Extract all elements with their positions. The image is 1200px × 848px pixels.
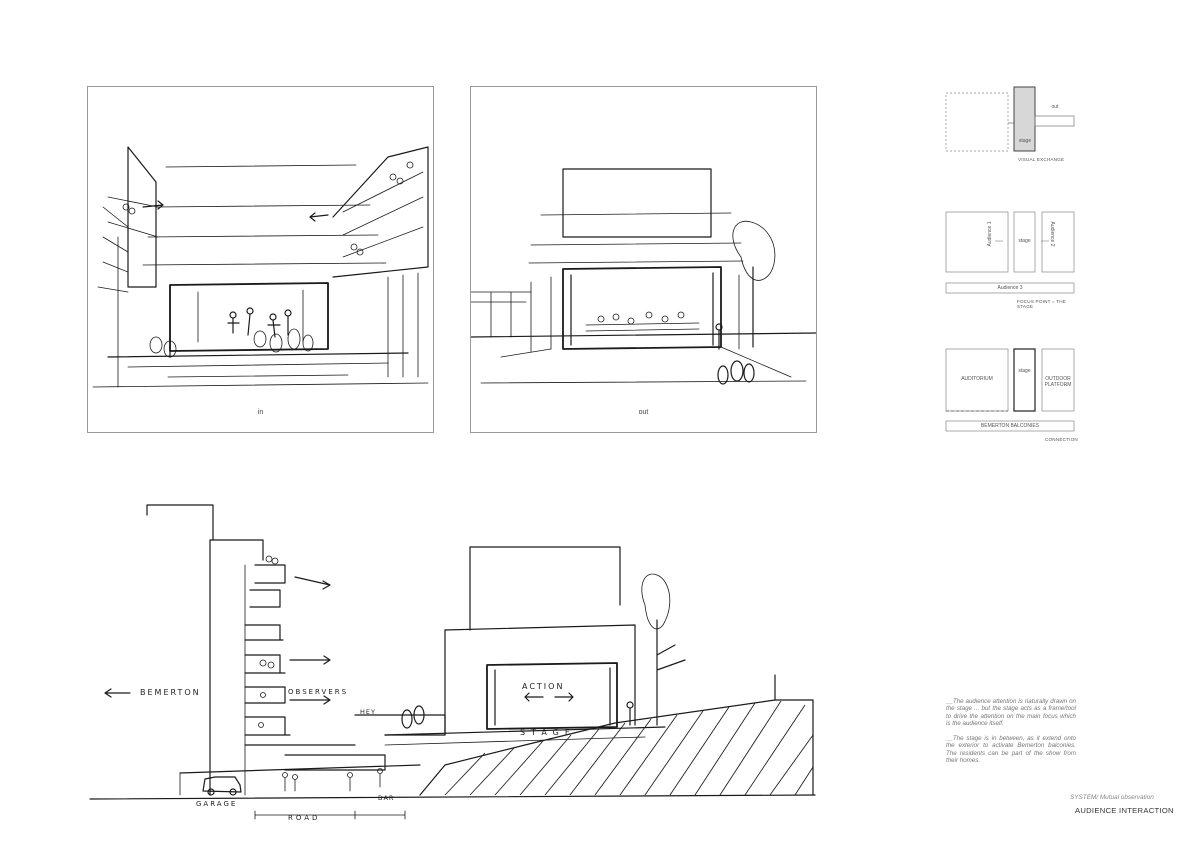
bar-label: BAR <box>378 794 395 802</box>
diagram2-caption: FOCUS POINT = THE STAGE <box>1017 299 1067 309</box>
diagram2-bottom-label: Audience 3 <box>997 285 1023 291</box>
diagram2-left-label: Audience 1 <box>987 221 993 247</box>
sketch-outside-panel: out <box>470 86 817 433</box>
diagram2-stage-label: stage <box>1018 238 1031 244</box>
diagram3-stage-label: stage <box>1018 368 1031 374</box>
diagram1-out-label: out <box>1051 104 1059 110</box>
diagram3-right-label: OUTDOOR PLATFORM <box>1044 376 1072 388</box>
system-label: SYSTEM/ Mutual observation <box>1070 794 1154 801</box>
inside-perspective-sketch <box>92 146 429 388</box>
inside-caption: in <box>257 409 264 416</box>
note-1: __The audience attention is naturally dr… <box>946 698 1076 727</box>
hey-label: HEY <box>360 708 376 716</box>
visual-exchange-diagram: stage out VISUAL EXCHANGE <box>945 86 1075 164</box>
road-label: ROAD <box>288 814 321 822</box>
sheet-title: AUDIENCE INTERACTION <box>1075 806 1174 815</box>
focus-point-diagram: Audience 1 stage Audience 2 Audience 3 F… <box>945 211 1075 309</box>
connection-diagram: AUDITORIUM stage OUTDOOR PLATFORM BEMERT… <box>945 348 1078 445</box>
diagram3-caption: CONNECTION <box>1045 437 1078 442</box>
stage-label: STAGE <box>520 728 576 737</box>
diagram1-stage-label: stage <box>1018 138 1032 144</box>
diagram3-left-label: AUDITORIUM <box>961 376 993 382</box>
garage-label: GARAGE <box>196 800 238 808</box>
notes-block: __The audience attention is naturally dr… <box>946 698 1076 772</box>
diagram1-caption: VISUAL EXCHANGE <box>1018 157 1065 162</box>
sketch-inside-panel: in <box>87 86 434 433</box>
section-sketch <box>89 504 816 820</box>
diagram3-bottom-label: BEMERTON BALCONIES <box>980 423 1040 429</box>
diagram2-right-label: Audience 2 <box>1049 221 1055 247</box>
outside-perspective-sketch <box>471 168 816 385</box>
bemerton-label: BEMERTON <box>140 688 201 697</box>
note-2: __The stage is in between, as it extend … <box>946 735 1076 765</box>
action-label: ACTION <box>522 682 565 691</box>
observers-label: OBSERVERS <box>288 688 349 696</box>
outside-caption: out <box>638 409 649 416</box>
